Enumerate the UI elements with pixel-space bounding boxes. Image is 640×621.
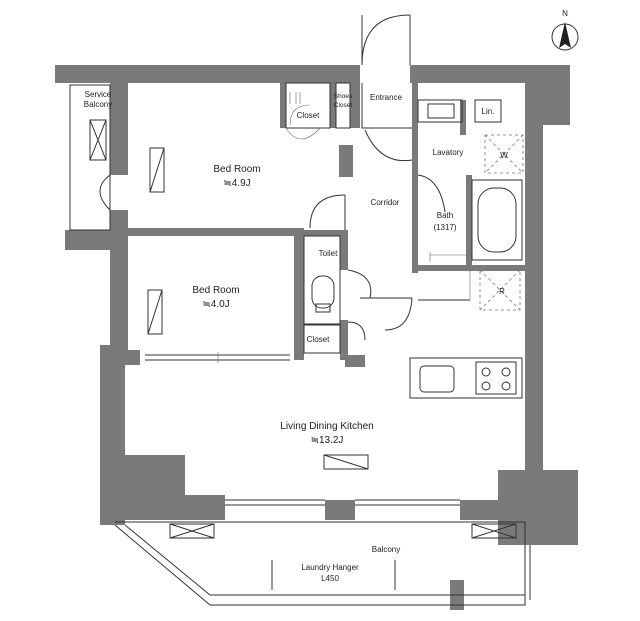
service-balcony-label-line1: Service <box>85 90 112 99</box>
compass-north-label: N <box>562 9 568 18</box>
ldk-name: Living Dining Kitchen <box>280 421 373 432</box>
shoes-closet-label-line1: Shoes <box>334 93 353 100</box>
corridor-label: Corridor <box>371 198 400 207</box>
laundry-hanger-label-line2: L450 <box>321 574 339 583</box>
room-labels: Service Balcony Bed Room ≒4.9J Closet Sh… <box>84 90 508 583</box>
laundry-hanger-label-line1: Laundry Hanger <box>301 563 359 572</box>
bed-room-1-name: Bed Room <box>213 164 260 175</box>
balcony-label: Balcony <box>372 545 400 554</box>
service-balcony-label-line2: Balcony <box>84 100 112 109</box>
lavatory-label: Lavatory <box>433 148 464 157</box>
shoes-closet-label-line2: Closet <box>334 102 353 109</box>
north-arrow-icon <box>559 22 571 48</box>
linen-label: Lin. <box>482 107 495 116</box>
refrigerator-label: R <box>499 287 505 296</box>
toilet-label: Toilet <box>319 249 338 258</box>
compass: N <box>551 9 579 51</box>
ldk-size: ≒13.2J <box>311 435 344 446</box>
bed-room-2-name: Bed Room <box>192 285 239 296</box>
closet-1-label: Closet <box>297 111 320 120</box>
bed-room-2-size: ≒4.0J <box>202 299 229 310</box>
entrance-label: Entrance <box>370 93 403 102</box>
bath-size: (1317) <box>433 223 456 232</box>
washer-label: W <box>500 151 508 160</box>
closet-2-label: Closet <box>307 335 330 344</box>
walls <box>55 65 578 610</box>
bath-label: Bath <box>437 211 453 220</box>
plan-details <box>69 14 531 606</box>
bed-room-1-size: ≒4.9J <box>223 178 250 189</box>
